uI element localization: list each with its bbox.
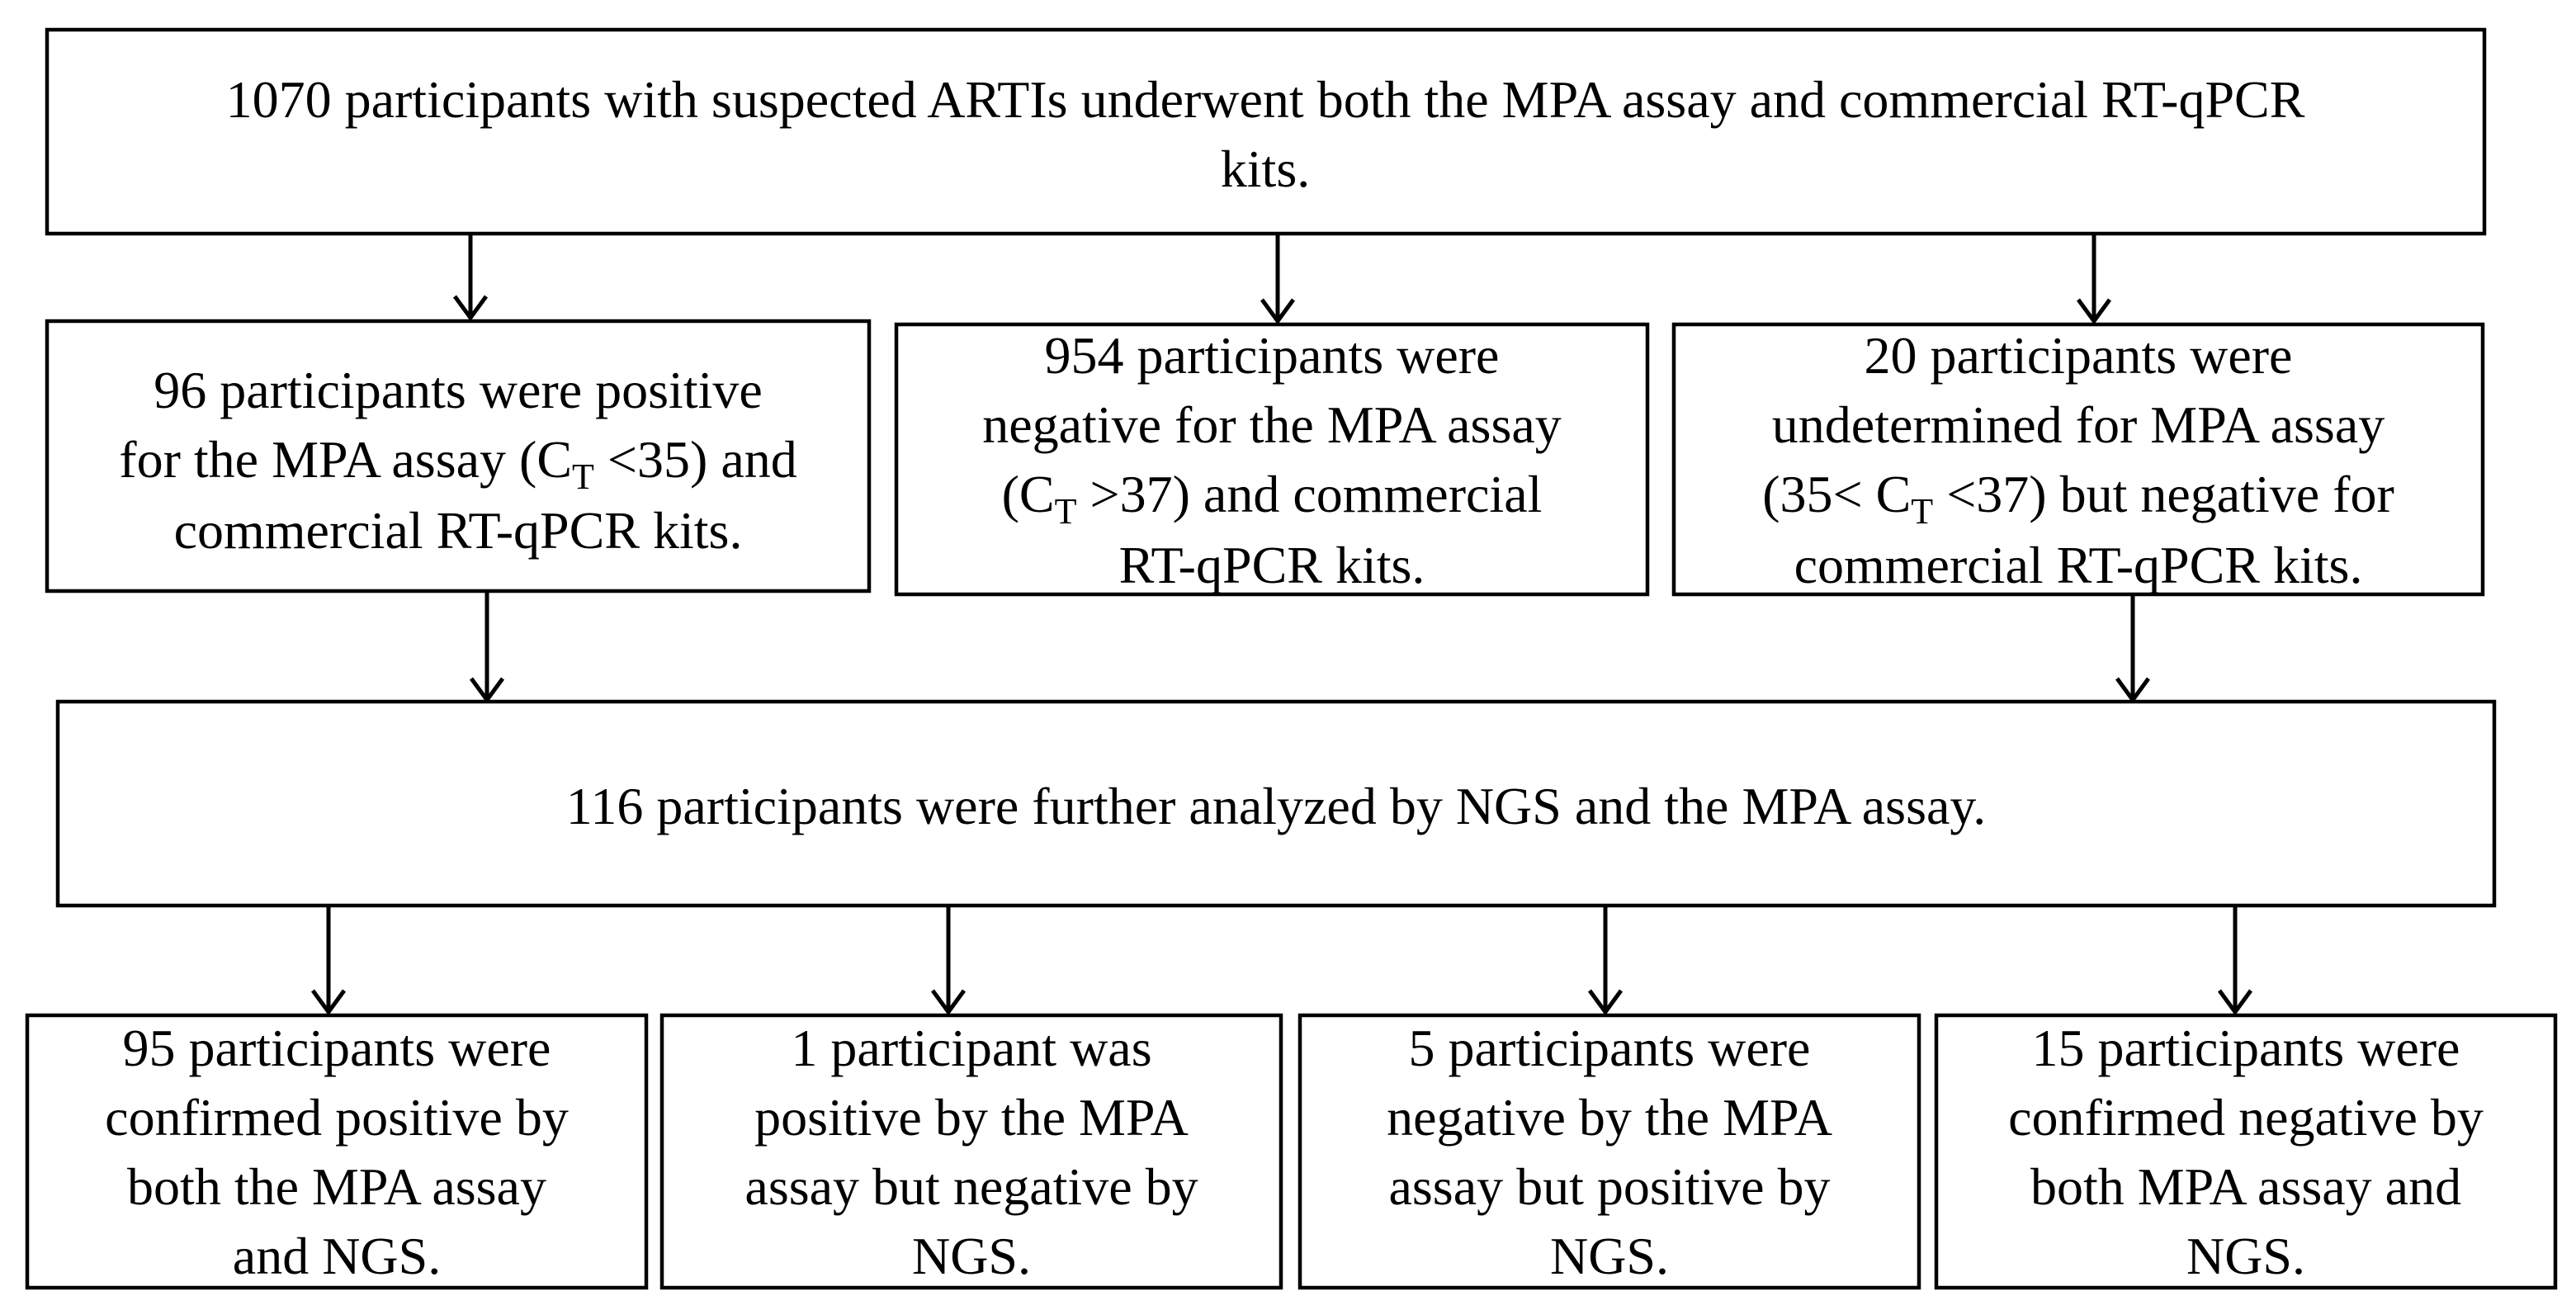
box-negative-both-line-3-pre: (C (1002, 465, 1055, 523)
box-confirmed-negative-line-4: NGS. (2186, 1227, 2305, 1285)
box-confirmed-negative: 15 participants were confirmed negative … (1934, 1013, 2558, 1290)
box-positive-both-line-2-post: <35) and (594, 430, 797, 489)
box-positive-both-line-2-pre: for the MPA assay (C (119, 430, 572, 489)
box-mpa-positive-ngs-negative-line-3: assay but negative by (744, 1157, 1198, 1216)
connector-positive-to-further (469, 591, 505, 704)
connector-top-to-undetermined (2076, 234, 2112, 325)
box-negative-both: 954 participants were negative for the M… (894, 322, 1650, 597)
box-mpa-positive-ngs-negative-line-1: 1 participant was (791, 1019, 1151, 1077)
box-confirmed-negative-line-2: confirmed negative by (2008, 1088, 2484, 1147)
box-mpa-negative-ngs-positive-line-3: assay but positive by (1388, 1157, 1830, 1216)
box-mpa-negative-ngs-positive-line-4: NGS. (1550, 1227, 1669, 1285)
box-all-participants-line-2: kits. (1221, 140, 1310, 198)
box-undetermined-line-4: commercial RT-qPCR kits. (1794, 536, 2363, 594)
box-mpa-negative-ngs-positive-line-2: negative by the MPA (1387, 1088, 1832, 1147)
connector-further-to-mpa-pos-ngs-neg (930, 906, 967, 1016)
box-confirmed-negative-line-3: both MPA assay and (2030, 1157, 2461, 1216)
box-undetermined-line-3-pre: (35< C (1762, 465, 1911, 523)
box-positive-both-line-1: 96 participants were positive (154, 361, 763, 419)
box-mpa-negative-ngs-positive-line-1: 5 participants were (1409, 1019, 1811, 1077)
box-further-analysis: 116 participants were further analyzed b… (55, 699, 2497, 908)
box-mpa-negative-ngs-positive: 5 participants were negative by the MPA … (1297, 1013, 1921, 1290)
box-undetermined-line-3-sub: T (1911, 491, 1933, 532)
box-undetermined-line-3: (35< CT <37) but negative for (1762, 465, 2394, 532)
connector-top-to-negative (1260, 234, 1296, 325)
box-mpa-positive-ngs-negative-line-2: positive by the MPA (754, 1088, 1189, 1147)
box-negative-both-line-3-sub: T (1055, 491, 1077, 532)
box-further-analysis-line-1: 116 participants were further analyzed b… (566, 777, 1986, 835)
connector-further-to-confirmed-negative (2217, 906, 2253, 1016)
box-all-participants: 1070 participants with suspected ARTIs u… (45, 27, 2487, 236)
connector-further-to-confirmed-positive (310, 906, 347, 1016)
box-undetermined-line-3-post: <37) but negative for (1933, 465, 2394, 523)
box-positive-both-line-3: commercial RT-qPCR kits. (174, 501, 743, 560)
box-positive-both: 96 participants were positive for the MP… (45, 319, 872, 594)
box-negative-both-line-3-post: >37) and commercial (1077, 465, 1543, 523)
connector-top-to-positive (452, 234, 489, 322)
connector-undetermined-to-further (2115, 594, 2151, 704)
box-undetermined-line-1: 20 participants were (1865, 326, 2293, 385)
box-undetermined: 20 participants were undetermined for MP… (1671, 322, 2485, 597)
box-mpa-positive-ngs-negative-line-4: NGS. (912, 1227, 1031, 1285)
box-all-participants-line-1: 1070 participants with suspected ARTIs u… (226, 70, 2305, 129)
box-negative-both-line-3: (CT >37) and commercial (1002, 465, 1543, 532)
box-mpa-positive-ngs-negative: 1 participant was positive by the MPA as… (659, 1013, 1283, 1290)
box-confirmed-positive-line-2: confirmed positive by (105, 1088, 569, 1147)
box-undetermined-line-2: undetermined for MPA assay (1772, 395, 2385, 454)
box-confirmed-positive-line-4: and NGS. (233, 1227, 441, 1285)
box-confirmed-negative-line-1: 15 participants were (2032, 1019, 2460, 1077)
box-confirmed-positive-line-1: 95 participants were (123, 1019, 551, 1077)
connector-further-to-mpa-neg-ngs-pos (1587, 906, 1624, 1016)
box-negative-both-line-4: RT-qPCR kits. (1119, 536, 1425, 594)
box-positive-both-line-2: for the MPA assay (CT <35) and (119, 430, 796, 497)
box-confirmed-positive-line-3: both the MPA assay (127, 1157, 546, 1216)
box-negative-both-line-1: 954 participants were (1045, 326, 1500, 385)
box-confirmed-positive: 95 participants were confirmed positive … (25, 1013, 649, 1290)
box-positive-both-line-2-sub: T (572, 456, 594, 497)
box-negative-both-line-2: negative for the MPA assay (982, 395, 1562, 454)
